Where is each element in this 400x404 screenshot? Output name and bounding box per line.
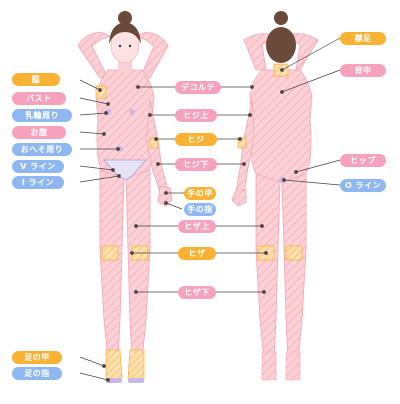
label-te-no-yubi: 手の指 bbox=[184, 203, 216, 216]
back-head-hair bbox=[266, 27, 296, 63]
label-erikashi: 襟足 bbox=[340, 32, 386, 45]
front-raised-left-arm bbox=[134, 31, 169, 79]
front-neck bbox=[118, 60, 132, 72]
front-foot-left bbox=[127, 349, 145, 381]
label-hiji-ue: ヒジ上 bbox=[175, 109, 217, 122]
label-v-line: V ライン bbox=[12, 160, 64, 173]
back-foot-left bbox=[285, 351, 301, 381]
label-hiza-shita: ヒザ下 bbox=[178, 286, 216, 299]
label-waki: 脇 bbox=[12, 73, 60, 86]
back-elbow bbox=[237, 137, 247, 149]
front-armpit bbox=[95, 85, 107, 99]
label-ashi-no-yubi: 足の指 bbox=[12, 367, 62, 380]
back-hand bbox=[231, 189, 247, 207]
back-left-leg bbox=[281, 173, 307, 361]
front-areola-left bbox=[129, 109, 135, 115]
label-nyurin: 乳輪周り bbox=[12, 109, 72, 122]
back-foot-right bbox=[261, 351, 277, 381]
label-i-line: I ライン bbox=[12, 176, 64, 189]
front-hair bbox=[109, 22, 141, 44]
label-ashi-no-ko: 足の甲 bbox=[12, 351, 62, 364]
front-figure bbox=[77, 11, 173, 383]
back-right-leg bbox=[255, 173, 281, 361]
front-toes-left bbox=[128, 378, 144, 383]
front-hand bbox=[157, 185, 173, 207]
back-figure bbox=[231, 11, 319, 381]
label-o-line: O ライン bbox=[340, 179, 386, 192]
front-foot-right bbox=[105, 349, 123, 381]
label-hiji: ヒジ bbox=[175, 133, 217, 146]
leader-lines bbox=[79, 37, 341, 382]
front-raised-right-arm bbox=[77, 31, 112, 79]
label-decollete: デコルテ bbox=[175, 81, 221, 94]
label-onaka: お腹 bbox=[12, 126, 66, 139]
back-hair-bun bbox=[274, 11, 288, 25]
front-underwear bbox=[103, 159, 147, 181]
label-hiji-shita: ヒジ下 bbox=[175, 158, 217, 171]
label-hiza-ue: ヒザ上 bbox=[178, 220, 216, 233]
label-oheso: おへそ周り bbox=[12, 143, 72, 156]
label-senaka: 背中 bbox=[340, 64, 386, 77]
front-hair-bun bbox=[118, 11, 132, 25]
front-right-leg bbox=[99, 169, 125, 361]
label-te-no-ko: 手の甲 bbox=[184, 187, 216, 200]
back-knee-left bbox=[285, 245, 303, 261]
label-hiza: ヒザ bbox=[178, 247, 216, 260]
back-torso bbox=[249, 69, 313, 183]
front-left-leg bbox=[125, 169, 151, 361]
front-toes-right bbox=[106, 378, 122, 383]
front-elbow bbox=[149, 137, 159, 149]
front-knee-right bbox=[101, 245, 119, 261]
label-hip: ヒップ bbox=[340, 154, 386, 167]
label-bust: バスト bbox=[12, 92, 66, 105]
front-eye-right bbox=[128, 44, 132, 48]
front-eye-left bbox=[118, 44, 122, 48]
